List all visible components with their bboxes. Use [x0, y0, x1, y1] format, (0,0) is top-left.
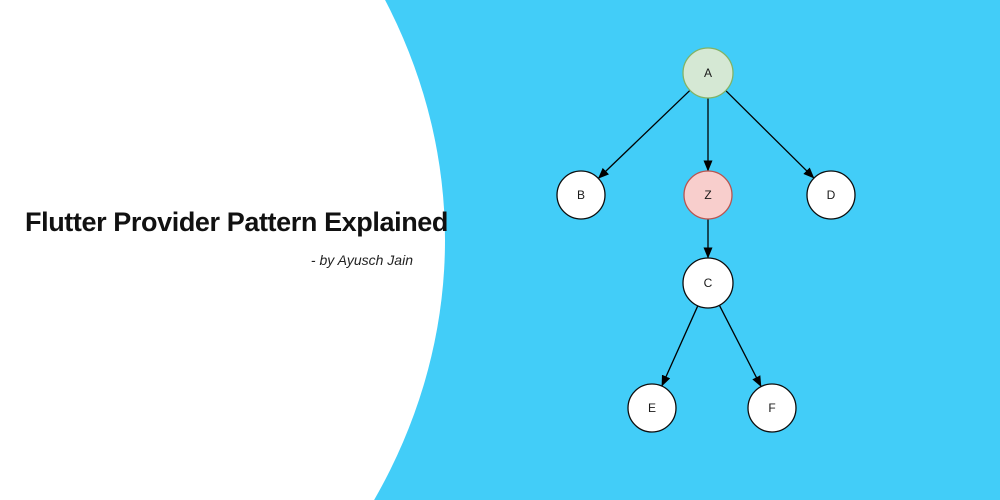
- node-label-C: C: [704, 276, 713, 290]
- edge-A-to-D: [725, 90, 815, 179]
- node-E[interactable]: E: [627, 383, 677, 433]
- node-label-Z: Z: [704, 188, 711, 202]
- node-circle-A[interactable]: [682, 47, 734, 99]
- title-block: Flutter Provider Pattern Explained - by …: [25, 206, 449, 268]
- node-circle-F[interactable]: [747, 383, 797, 433]
- white-panel-ellipse: [0, 0, 445, 500]
- edge-C-to-F: [718, 305, 762, 388]
- page-title: Flutter Provider Pattern Explained: [25, 207, 449, 237]
- node-label-A: A: [704, 66, 712, 80]
- edge-A-to-B: [597, 89, 691, 179]
- tree-diagram: A B Z D C E F: [556, 47, 856, 433]
- node-label-F: F: [768, 401, 775, 415]
- edge-C-to-E: [661, 305, 699, 387]
- node-label-E: E: [648, 401, 656, 415]
- node-circle-Z[interactable]: [683, 170, 733, 220]
- node-circle-C[interactable]: [682, 257, 734, 309]
- node-Z[interactable]: Z: [683, 170, 733, 220]
- node-label-D: D: [827, 188, 836, 202]
- node-C[interactable]: C: [682, 257, 734, 309]
- node-D[interactable]: D: [806, 170, 856, 220]
- node-circle-B[interactable]: [556, 170, 606, 220]
- node-F[interactable]: F: [747, 383, 797, 433]
- node-circle-D[interactable]: [806, 170, 856, 220]
- node-label-B: B: [577, 188, 585, 202]
- node-A[interactable]: A: [682, 47, 734, 99]
- node-circle-E[interactable]: [627, 383, 677, 433]
- node-B[interactable]: B: [556, 170, 606, 220]
- author-byline: - by Ayusch Jain: [310, 252, 413, 268]
